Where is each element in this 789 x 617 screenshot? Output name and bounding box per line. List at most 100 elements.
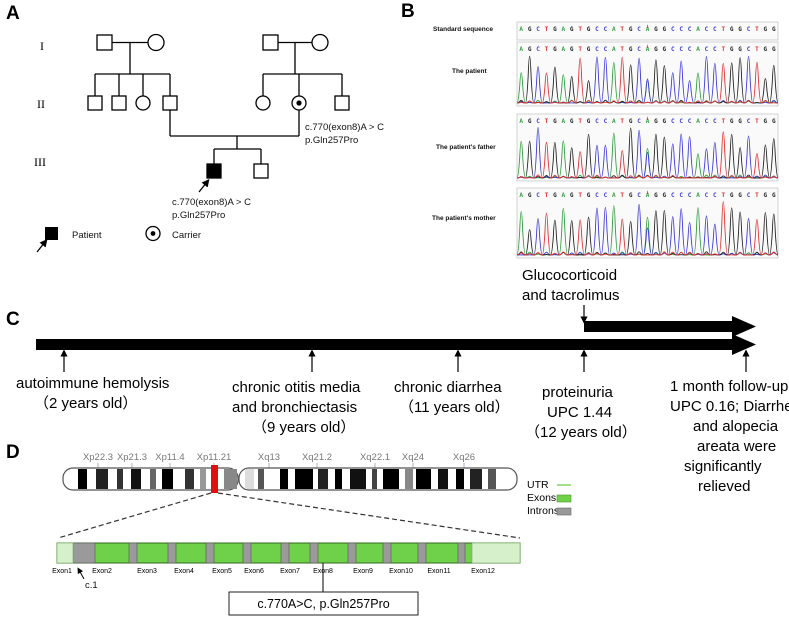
base-call: G: [654, 192, 658, 199]
band-label-Xp22.3: Xp22.3: [83, 452, 113, 463]
base-call: G: [764, 192, 768, 199]
exon-label-3: Exon3: [137, 568, 157, 575]
base-call: T: [545, 46, 549, 53]
base-call: C: [671, 46, 675, 53]
chromosome-band: [438, 469, 448, 489]
intron-block: [347, 542, 357, 564]
base-call: G: [730, 26, 734, 33]
base-call: C: [637, 26, 641, 33]
base-call: C: [747, 26, 751, 33]
base-call: A: [646, 46, 650, 53]
base-call: A: [612, 192, 616, 199]
chromosome-band: [96, 469, 108, 489]
exon-label-11: Exon11: [427, 568, 450, 575]
panel-a-letter: A: [6, 3, 20, 24]
band-label-Xp21.3: Xp21.3: [117, 452, 147, 463]
base-call: C: [705, 118, 709, 125]
base-call: A: [519, 192, 523, 199]
mutation-mark: ↓: [646, 23, 650, 30]
base-call: T: [721, 118, 725, 125]
chromosome-band: [78, 469, 87, 489]
base-call: G: [570, 192, 574, 199]
patient-proband: [206, 163, 222, 179]
base-call: T: [755, 118, 759, 125]
timeline-bar: [36, 339, 734, 350]
exon-label-2: Exon2: [92, 568, 112, 575]
chromosome-band: [405, 469, 413, 489]
base-call: C: [536, 46, 540, 53]
base-call: G: [772, 46, 776, 53]
generation-1-label: I: [40, 39, 44, 53]
base-call: C: [637, 192, 641, 199]
intron-block: [280, 542, 290, 564]
mutation-mark: ↓: [646, 115, 650, 122]
base-call: G: [570, 26, 574, 33]
base-call: G: [772, 118, 776, 125]
base-call: C: [595, 118, 599, 125]
chromosome-band: [488, 469, 496, 489]
event-otitis-line-3: （9 years old）: [252, 419, 355, 436]
panel-c: C Glucocorticoid and tacrolimus autoimmu…: [6, 267, 789, 495]
seq-row-label-patient: The patient: [452, 68, 488, 75]
base-call: T: [578, 192, 582, 199]
base-call: G: [654, 118, 658, 125]
base-call: G: [553, 26, 557, 33]
event-otitis-line-1: chronic otitis media: [232, 379, 361, 396]
base-call: C: [671, 192, 675, 199]
maternal-aunt: [255, 95, 271, 111]
chromosome-band: [350, 469, 366, 489]
base-call: T: [755, 26, 759, 33]
base-call: G: [629, 118, 633, 125]
event-followup-line-3: and alopecia: [693, 418, 779, 435]
event-followup-line-1: 1 month follow-up: [670, 378, 788, 395]
event-hemolysis-line-2: （2 years old）: [34, 395, 137, 412]
paternal-uncle-1: [87, 95, 103, 111]
event-followup-line-5: significantly: [684, 458, 762, 475]
event-diarrhea-line-2: （11 years old）: [399, 399, 510, 416]
base-call: G: [553, 118, 557, 125]
treatment-label-line-2: and tacrolimus: [522, 287, 620, 304]
base-call: T: [755, 46, 759, 53]
base-call: C: [595, 26, 599, 33]
band-label-Xq21.2: Xq21.2: [302, 452, 332, 463]
utr-5: [56, 542, 74, 564]
base-call: G: [587, 118, 591, 125]
patient-variant-cdna: c.770(exon8)A > C: [172, 197, 251, 208]
chromosome-band: [245, 469, 254, 489]
base-call: G: [528, 26, 532, 33]
mutation-box: [228, 591, 419, 616]
base-call: T: [620, 118, 624, 125]
chromosome-band: [372, 469, 377, 489]
timeline-bar-head: [732, 334, 756, 355]
intron-block: [309, 542, 319, 564]
event-proteinuria-line-1: proteinuria: [542, 384, 614, 401]
base-call: A: [646, 192, 650, 199]
base-call: A: [646, 118, 650, 125]
base-call: C: [536, 26, 540, 33]
base-call: G: [663, 192, 667, 199]
base-call: G: [570, 46, 574, 53]
treatment-bar-head: [732, 316, 756, 337]
base-call: C: [637, 46, 641, 53]
base-call: T: [578, 118, 582, 125]
base-call: A: [696, 192, 700, 199]
gene-locus-marker: [211, 465, 218, 493]
intron-block: [242, 542, 252, 564]
base-call: C: [713, 192, 717, 199]
base-call: C: [536, 118, 540, 125]
chromosome-band: [162, 469, 173, 489]
base-call: C: [637, 118, 641, 125]
event-hemolysis-line-1: autoimmune hemolysis: [16, 375, 169, 392]
event-followup-line-4: areata were: [697, 438, 776, 455]
event-diarrhea-line-1: chronic diarrhea: [394, 379, 502, 396]
father: [162, 95, 178, 111]
chromosome-band: [318, 469, 328, 489]
legend-introns-label: Introns: [527, 505, 559, 517]
intron-block: [417, 542, 427, 564]
base-call: G: [738, 192, 742, 199]
legend-patient-symbol: [45, 227, 58, 240]
base-call: T: [755, 192, 759, 199]
